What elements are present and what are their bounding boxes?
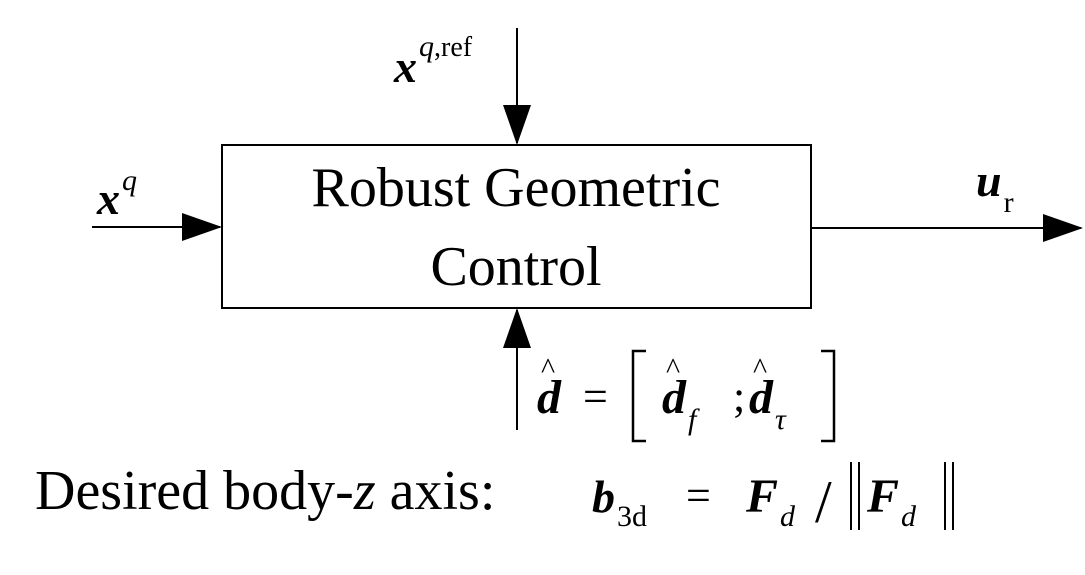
left-bracket [631, 349, 646, 443]
state-input-label: xq [96, 164, 137, 224]
footer-Fd-norm: Fd [866, 470, 917, 533]
footer-Fd: Fd [745, 470, 796, 533]
footer-slash: / [815, 469, 832, 535]
footer-eq: = [686, 471, 711, 520]
disturbance-torque: dτ [749, 371, 787, 436]
block-title-line2: Control [430, 236, 601, 298]
disturbance-label: d ^ = df ^ ; dτ ^ [537, 349, 836, 443]
hat-accent: ^ [666, 352, 680, 385]
right-bracket [821, 349, 836, 443]
footer-equation: Desired body-z axis: b3d = Fd / Fd [35, 460, 954, 535]
block-title-line1: Robust Geometric [311, 157, 720, 219]
footer-text: Desired body-z axis: [35, 460, 495, 522]
reference-input-label: xq,ref [393, 30, 473, 92]
output-label: ur [976, 155, 1014, 219]
disturbance-sep: ; [733, 372, 745, 421]
disturbance-lhs: d [537, 371, 562, 424]
hat-accent: ^ [753, 352, 767, 385]
disturbance-eq: = [583, 372, 608, 421]
hat-accent: ^ [541, 352, 555, 385]
footer-b3d: b3d [592, 471, 647, 533]
